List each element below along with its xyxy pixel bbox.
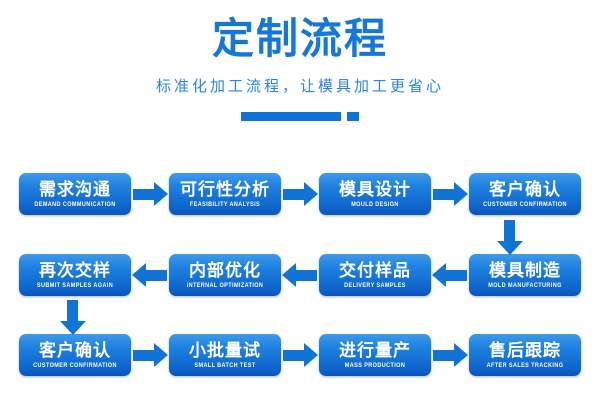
divider-bar (241, 112, 341, 121)
arrow-right-icon (131, 342, 169, 368)
flow-node-title: 可行性分析 (180, 179, 270, 199)
flow-node-title: 需求沟通 (39, 179, 111, 199)
arrow-right-icon (431, 342, 469, 368)
arrow-right-icon (131, 181, 169, 207)
flow-node-subtitle: DEMAND COMMUNICATION (34, 201, 116, 208)
flow-node-internal-optimization[interactable]: 内部优化 INTERNAL OPTIMIZATION (169, 254, 281, 296)
process-flow-diagram: 需求沟通 DEMAND COMMUNICATION 可行性分析 FEASIBIL… (0, 160, 600, 401)
flow-node-customer-confirmation-2[interactable]: 客户确认 CUSTOMER CONFIRMATION (19, 334, 131, 376)
flow-node-feasibility-analysis[interactable]: 可行性分析 FEASIBILITY ANALYSIS (169, 173, 281, 215)
flow-node-mould-design[interactable]: 模具设计 MOULD DESIGN (319, 173, 431, 215)
arrow-left-icon (281, 262, 319, 288)
page-subtitle: 标准化加工流程，让模具加工更省心 (155, 78, 444, 95)
arrow-down-icon-left (60, 300, 86, 335)
flow-node-mold-manufacturing[interactable]: 模具制造 MOLD MANUFACTURING (469, 254, 581, 296)
flow-node-subtitle: DELIVERY SAMPLES (344, 282, 406, 289)
flow-node-small-batch-test[interactable]: 小批量试 SMALL BATCH TEST (169, 334, 281, 376)
flow-node-title: 交付样品 (339, 260, 411, 280)
flow-node-title: 模具设计 (339, 179, 411, 199)
flow-node-title: 售后跟踪 (489, 340, 561, 360)
flow-row-2: 再次交样 SUBMIT SAMPLES AGAIN 内部优化 INTERNAL … (0, 253, 600, 297)
flow-row-1: 需求沟通 DEMAND COMMUNICATION 可行性分析 FEASIBIL… (0, 172, 600, 216)
flow-node-title: 再次交样 (39, 260, 111, 280)
arrow-right-icon (431, 181, 469, 207)
arrow-left-icon (131, 262, 169, 288)
flow-node-title: 进行量产 (339, 340, 411, 360)
flow-node-subtitle: SMALL BATCH TEST (194, 362, 256, 369)
flow-row-3: 客户确认 CUSTOMER CONFIRMATION 小批量试 SMALL BA… (0, 333, 600, 377)
flow-node-title: 小批量试 (189, 340, 261, 360)
flow-node-delivery-samples[interactable]: 交付样品 DELIVERY SAMPLES (319, 254, 431, 296)
flow-node-customer-confirmation-1[interactable]: 客户确认 CUSTOMER CONFIRMATION (469, 173, 581, 215)
flow-node-subtitle: AFTER SALES TRACKING (486, 362, 564, 369)
arrow-right-icon (281, 181, 319, 207)
arrow-down-icon-right (497, 220, 523, 255)
arrow-right-icon (281, 342, 319, 368)
flow-node-demand-communication[interactable]: 需求沟通 DEMAND COMMUNICATION (19, 173, 131, 215)
header-divider (0, 112, 600, 121)
page-title: 定制流程 (211, 15, 388, 62)
arrow-left-icon (431, 262, 469, 288)
flow-node-subtitle: MOLD MANUFACTURING (488, 282, 562, 289)
flow-node-subtitle: INTERNAL OPTIMIZATION (186, 282, 264, 289)
flow-node-subtitle: CUSTOMER CONFIRMATION (483, 201, 567, 208)
header: 定制流程 标准化加工流程，让模具加工更省心 (0, 0, 600, 121)
flow-node-submit-samples-again[interactable]: 再次交样 SUBMIT SAMPLES AGAIN (19, 254, 131, 296)
flow-node-subtitle: MASS PRODUCTION (344, 362, 406, 369)
flow-node-after-sales-tracking[interactable]: 售后跟踪 AFTER SALES TRACKING (469, 334, 581, 376)
flow-node-title: 客户确认 (489, 179, 561, 199)
flow-node-mass-production[interactable]: 进行量产 MASS PRODUCTION (319, 334, 431, 376)
flow-node-subtitle: FEASIBILITY ANALYSIS (189, 201, 261, 208)
flow-node-subtitle: SUBMIT SAMPLES AGAIN (36, 282, 114, 289)
flow-node-subtitle: CUSTOMER CONFIRMATION (33, 362, 117, 369)
flow-node-title: 模具制造 (489, 260, 561, 280)
divider-square (347, 112, 359, 121)
flow-node-title: 内部优化 (189, 260, 261, 280)
flow-node-subtitle: MOULD DESIGN (351, 201, 399, 208)
flow-node-title: 客户确认 (39, 340, 111, 360)
